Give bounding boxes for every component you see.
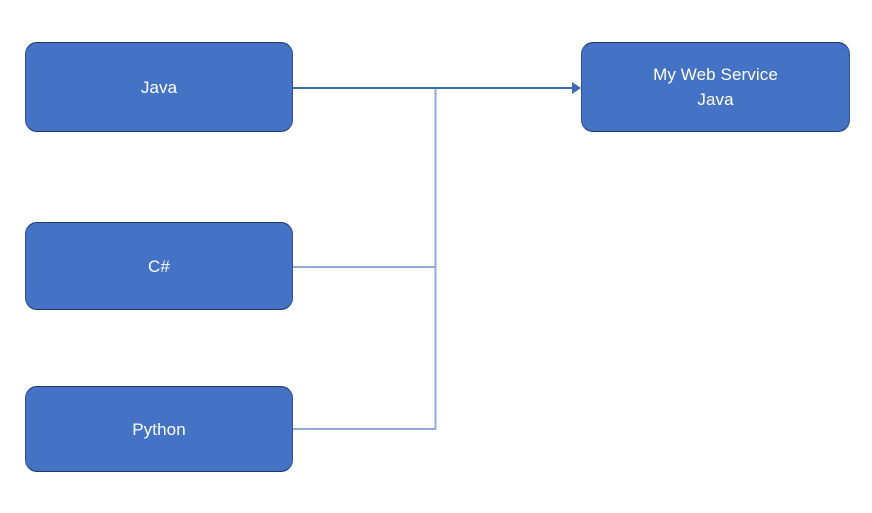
node-my-web-service-label: My Web Service Java xyxy=(653,65,778,109)
node-java[interactable]: Java xyxy=(25,42,293,132)
node-csharp[interactable]: C# xyxy=(25,222,293,310)
arrowhead-icon xyxy=(572,82,581,94)
node-python[interactable]: Python xyxy=(25,386,293,472)
node-python-label: Python xyxy=(132,419,186,439)
node-java-label: Java xyxy=(140,77,178,97)
node-csharp-label: C# xyxy=(148,256,170,276)
node-my-web-service[interactable]: My Web Service Java xyxy=(581,42,850,132)
